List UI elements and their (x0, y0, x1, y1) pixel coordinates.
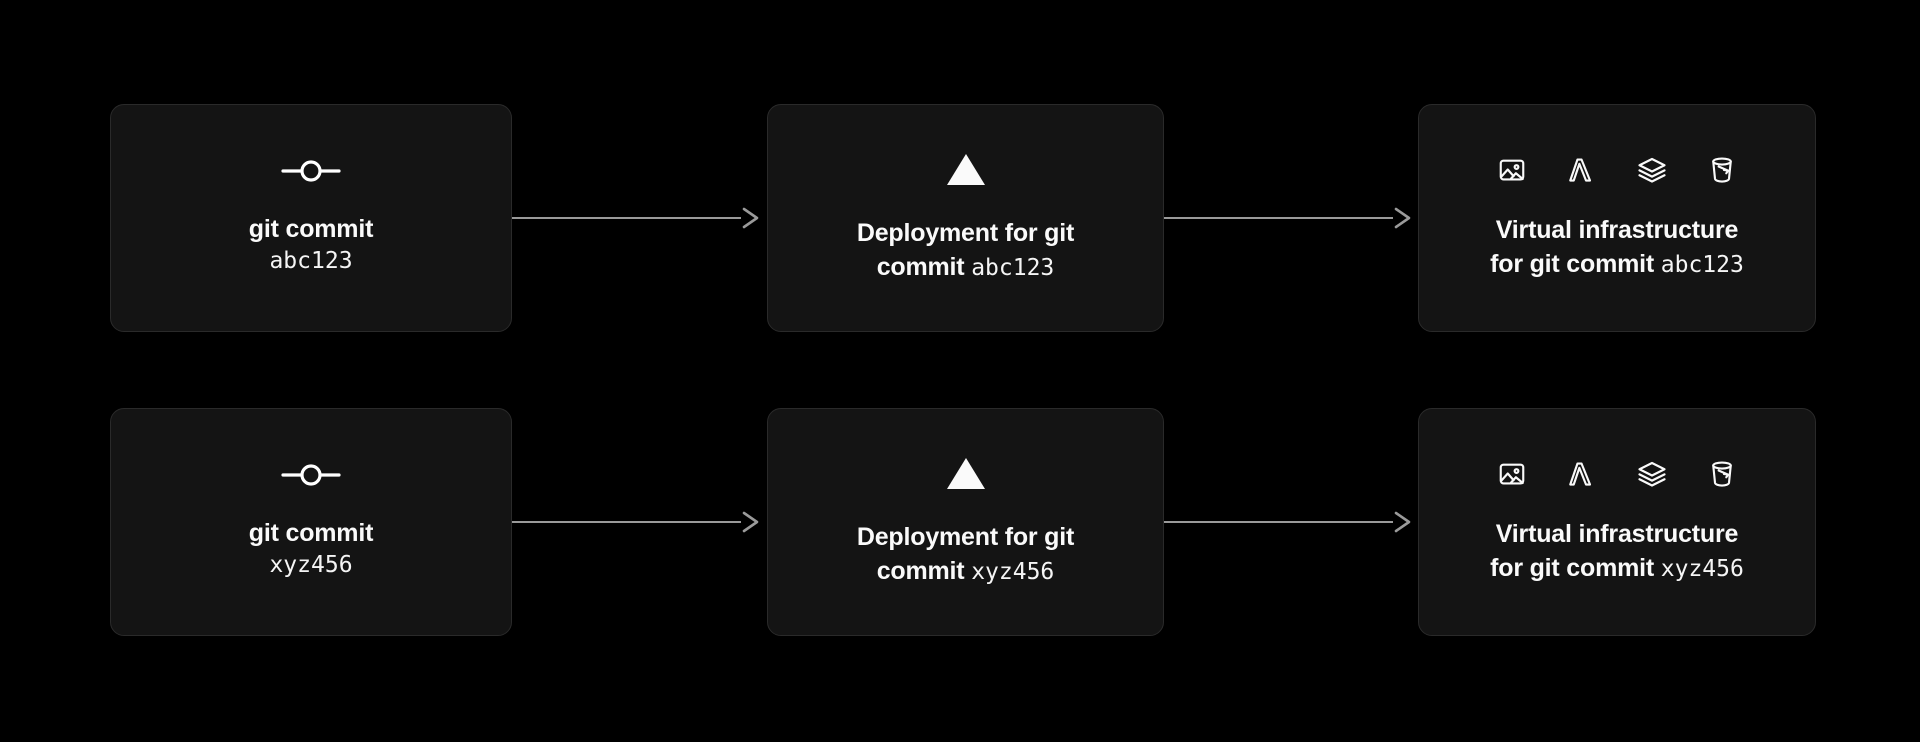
infra-title-line2: for git commit (1490, 553, 1655, 582)
arrow-head-icon (1394, 511, 1411, 533)
arrow-shaft (1164, 521, 1393, 523)
git-commit-icon (280, 462, 342, 488)
arrow-shaft (512, 217, 741, 219)
layers-icon (1637, 155, 1667, 185)
deployment-label: Deployment for git commit xyz456 (835, 520, 1096, 588)
arrow-deployment-to-infrastructure (1164, 510, 1414, 534)
commit-hash: xyz456 (269, 552, 353, 579)
infra-title-line1: Virtual infrastructure (1495, 519, 1739, 548)
git-commit-card[interactable]: git commit abc123 (110, 104, 512, 332)
bucket-icon (1707, 155, 1737, 185)
deployment-hash: xyz456 (971, 559, 1055, 586)
image-icon (1497, 459, 1527, 489)
vercel-triangle-icon (945, 455, 987, 492)
arrow-deployment-to-infrastructure (1164, 206, 1414, 230)
deployment-hash: abc123 (971, 255, 1055, 282)
infrastructure-icon-row (1497, 155, 1737, 185)
arrow-head-icon (1394, 207, 1411, 229)
deployment-title-line2: commit (876, 253, 965, 282)
git-commit-label: git commit abc123 (227, 212, 395, 277)
arrow-commit-to-deployment (512, 206, 762, 230)
commit-title: git commit (248, 215, 374, 244)
virtual-infrastructure-card[interactable]: Virtual infrastructure for git commit ab… (1418, 104, 1816, 332)
infra-hash: xyz456 (1660, 555, 1744, 582)
deployment-title-line1: Deployment for git (856, 523, 1075, 552)
infra-hash: abc123 (1660, 251, 1744, 278)
arrow-head-icon (742, 511, 759, 533)
virtual-infrastructure-label: Virtual infrastructure for git commit xy… (1468, 517, 1766, 585)
virtual-infrastructure-label: Virtual infrastructure for git commit ab… (1468, 213, 1766, 281)
arrow-shaft (1164, 217, 1393, 219)
deployment-title-line2: commit (876, 557, 965, 586)
deployment-label: Deployment for git commit abc123 (835, 216, 1096, 284)
lambda-icon (1567, 155, 1597, 185)
deployment-card[interactable]: Deployment for git commit abc123 (767, 104, 1164, 332)
image-icon (1497, 155, 1527, 185)
lambda-icon (1567, 459, 1597, 489)
layers-icon (1637, 459, 1667, 489)
bucket-icon (1707, 459, 1737, 489)
git-commit-card[interactable]: git commit xyz456 (110, 408, 512, 636)
virtual-infrastructure-card[interactable]: Virtual infrastructure for git commit xy… (1418, 408, 1816, 636)
commit-hash: abc123 (269, 248, 353, 275)
deployment-title-line1: Deployment for git (856, 219, 1075, 248)
infra-title-line2: for git commit (1490, 249, 1655, 278)
git-commit-icon (280, 158, 342, 184)
commit-title: git commit (248, 519, 374, 548)
arrow-commit-to-deployment (512, 510, 762, 534)
deployment-card[interactable]: Deployment for git commit xyz456 (767, 408, 1164, 636)
pipeline-row: git commit abc123 Deployment for git com… (0, 104, 1920, 332)
git-commit-label: git commit xyz456 (227, 516, 395, 581)
arrow-head-icon (742, 207, 759, 229)
arrow-shaft (512, 521, 741, 523)
vercel-triangle-icon (945, 151, 987, 188)
infra-title-line1: Virtual infrastructure (1495, 215, 1739, 244)
infrastructure-icon-row (1497, 459, 1737, 489)
pipeline-row: git commit xyz456 Deployment for git com… (0, 408, 1920, 636)
